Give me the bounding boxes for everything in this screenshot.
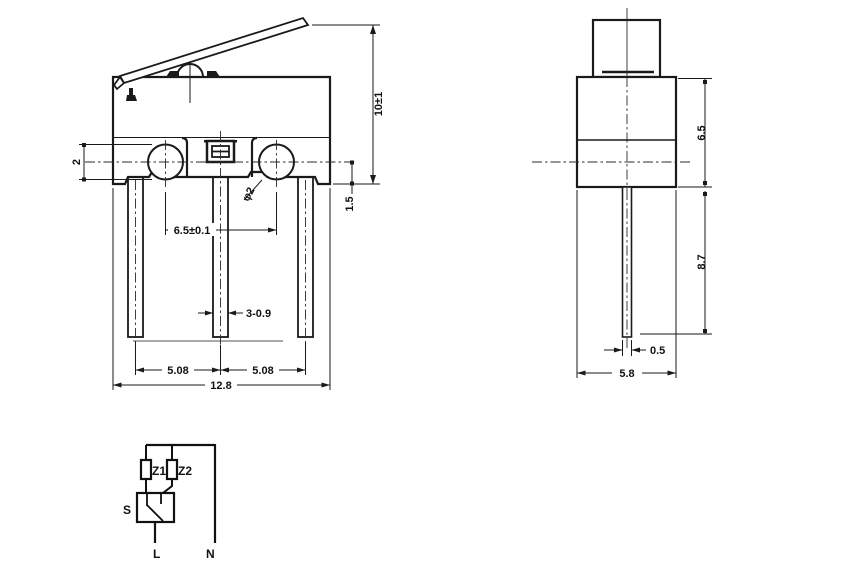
dim-hole-pitch-label: 6.5±0.1 <box>174 225 211 237</box>
side-pin <box>621 186 633 338</box>
body-outline-top <box>111 75 332 138</box>
z2-resistor <box>165 458 179 481</box>
dim-overall-height-label: 10±1 <box>373 92 385 116</box>
front-centerlines <box>85 131 355 345</box>
neutral-terminal-label: N <box>206 547 215 561</box>
circuit-diagram: Z1 Z2 S L N <box>123 443 217 561</box>
side-view: 6.5 8.7 0.5 5.8 <box>532 8 712 380</box>
side-dimensions <box>576 78 712 378</box>
z2-bottom-lead <box>162 479 173 494</box>
side-centerlines <box>532 8 692 348</box>
recess-wall-right <box>250 136 258 177</box>
switch-box <box>135 491 176 524</box>
lever-tab-right <box>207 71 220 77</box>
dim-pitch-left-label: 5.08 <box>167 365 188 377</box>
lever-hook <box>112 75 126 91</box>
dim-hole-vertical-label: 2 <box>71 159 83 165</box>
z2-label: Z2 <box>178 464 192 478</box>
dim-pin-width-label: 3-0.9 <box>246 308 271 320</box>
recess-wall-left <box>181 136 189 177</box>
front-view: 10±1 2 1.5 6.5±0.1 φ2 3-0.9 5.08 5.08 12… <box>71 16 385 392</box>
dim-overall-width-label: 12.8 <box>210 380 231 392</box>
switch-label: S <box>123 503 131 517</box>
dim-side-pin-width-label: 0.5 <box>650 345 665 357</box>
mold-mark-icon <box>126 88 137 101</box>
dim-side-body-height-label: 6.5 <box>696 125 708 140</box>
dim-pitch-right-label: 5.08 <box>252 365 273 377</box>
side-body <box>575 75 678 189</box>
dim-side-depth-label: 5.8 <box>619 368 634 380</box>
dim-base-height-label: 1.5 <box>344 196 356 211</box>
lever-tab-left <box>166 71 179 77</box>
switch-lever <box>146 504 164 522</box>
dim-side-pin-length-label: 8.7 <box>696 254 708 269</box>
dim-hole-diameter-label: φ2 <box>240 185 257 203</box>
side-button <box>591 18 662 79</box>
z1-resistor <box>139 458 153 481</box>
z1-label: Z1 <box>152 464 166 478</box>
line-terminal-label: L <box>153 547 160 561</box>
